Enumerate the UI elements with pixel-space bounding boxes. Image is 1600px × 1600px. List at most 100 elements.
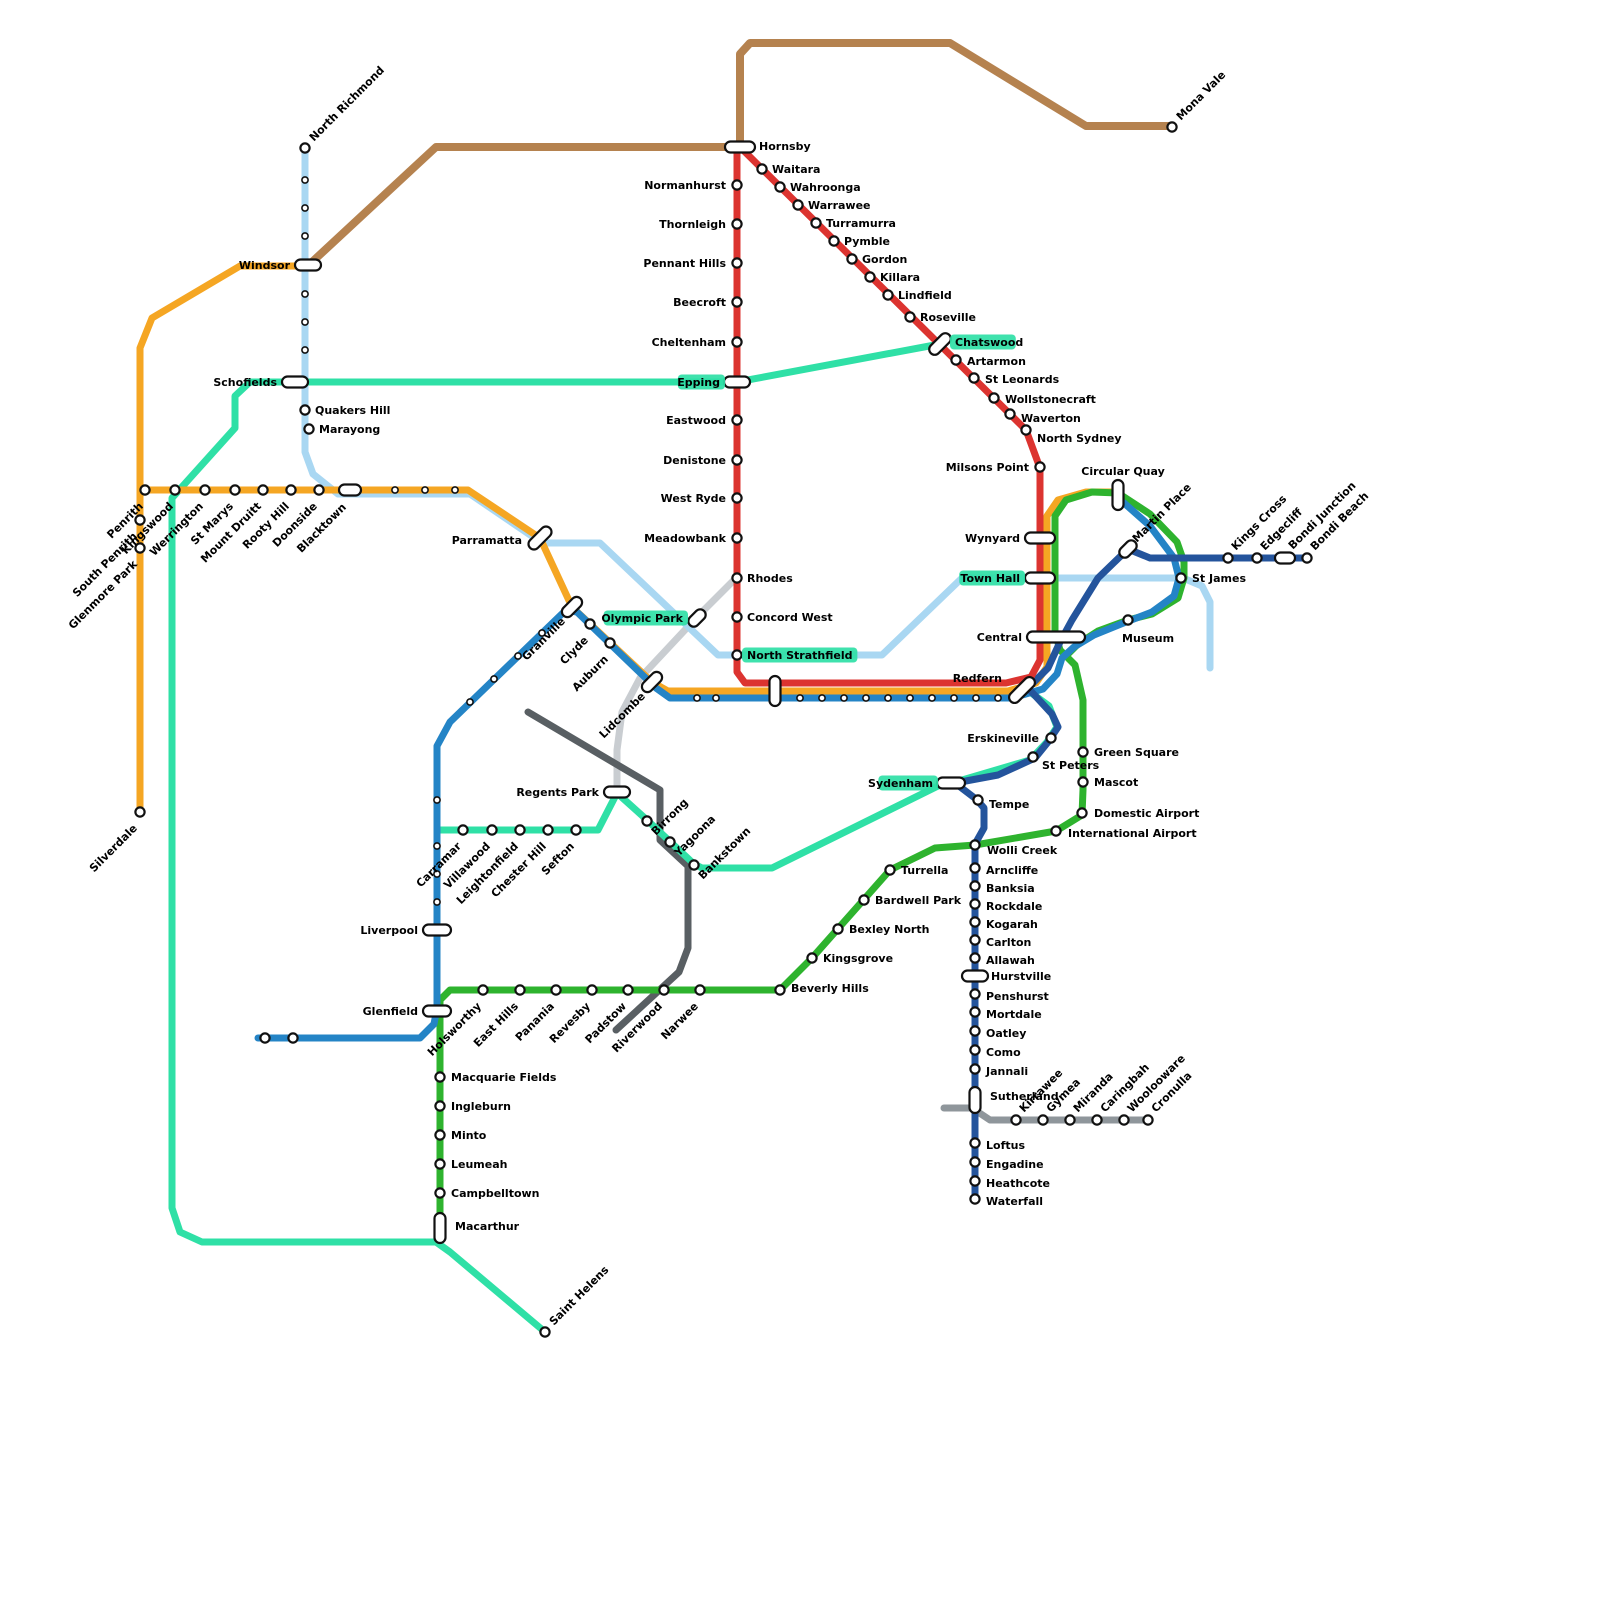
station-narwee [694, 984, 706, 996]
label-epping: Epping [677, 374, 725, 390]
label-meadowbank: Meadowbank [644, 532, 727, 545]
svg-text:Loftus: Loftus [986, 1139, 1025, 1152]
svg-text:Arncliffe: Arncliffe [986, 864, 1038, 877]
station-turrella [884, 864, 896, 876]
svg-text:Cheltenham: Cheltenham [652, 336, 726, 349]
station-domestic-airport [1076, 807, 1088, 819]
station-waitara [756, 163, 768, 175]
station-normanhurst [731, 179, 743, 191]
label-north-richmond: North Richmond [307, 64, 387, 144]
station-turramurra [810, 217, 822, 229]
station-sefton [570, 824, 582, 836]
label-silverdale: Silverdale [87, 822, 140, 875]
svg-text:Marayong: Marayong [319, 423, 380, 436]
station-liverpool [421, 923, 453, 937]
station-leightonfield [514, 824, 526, 836]
label-birrong: Birrong [649, 796, 691, 838]
station-penrith [139, 484, 151, 496]
label-como: Como [986, 1046, 1021, 1059]
station-bardwell-park [858, 894, 870, 906]
label-wollstonecraft: Wollstonecraft [1005, 393, 1096, 406]
svg-text:Minto: Minto [451, 1129, 487, 1142]
svg-text:Rhodes: Rhodes [747, 572, 793, 585]
label-st-peters: St Peters [1042, 759, 1100, 772]
label-tempe: Tempe [989, 798, 1029, 811]
station-holsworthy [477, 984, 489, 996]
svg-text:Tempe: Tempe [989, 798, 1029, 811]
svg-text:Lindfield: Lindfield [898, 289, 952, 302]
label-thornleigh: Thornleigh [659, 218, 726, 231]
station-milsons-point [1034, 461, 1046, 473]
svg-text:Bardwell Park: Bardwell Park [875, 894, 962, 907]
label-rhodes: Rhodes [747, 572, 793, 585]
station-carlton [969, 934, 981, 946]
label-erskineville: Erskineville [967, 732, 1039, 745]
station-kogarah [969, 916, 981, 928]
label-beecroft: Beecroft [673, 296, 726, 309]
station-cronulla [1142, 1114, 1154, 1126]
svg-text:Museum: Museum [1122, 632, 1174, 645]
svg-text:Milsons Point: Milsons Point [946, 461, 1029, 474]
svg-text:Roseville: Roseville [920, 311, 976, 324]
station-panania [550, 984, 562, 996]
svg-text:Mona Vale: Mona Vale [1174, 68, 1229, 123]
label-chatswood: Chatswood [950, 334, 1023, 350]
label-mortdale: Mortdale [986, 1008, 1042, 1021]
label-olympic-park: Olympic Park [601, 610, 688, 626]
label-clyde: Clyde [557, 634, 590, 667]
station-ingleburn [434, 1100, 446, 1112]
label-killara: Killara [880, 271, 920, 284]
station-south-penrith [134, 514, 146, 526]
svg-text:Silverdale: Silverdale [87, 822, 140, 875]
station-cheltenham [731, 336, 743, 348]
station-dot-corridor-minor [862, 694, 870, 702]
station-doonside [313, 484, 325, 496]
svg-text:Macquarie Fields: Macquarie Fields [451, 1071, 557, 1084]
label-pymble: Pymble [844, 235, 890, 248]
station-dot-liverpool-minor [433, 870, 441, 878]
label-normanhurst: Normanhurst [644, 179, 726, 192]
station-sutherland [968, 1085, 982, 1115]
station-mona-vale [1166, 121, 1178, 133]
station-pymble [828, 235, 840, 247]
station-banksia [969, 880, 981, 892]
station-dot-western-minor [421, 486, 429, 494]
label-campbelltown: Campbelltown [451, 1187, 540, 1200]
svg-text:Pennant Hills: Pennant Hills [643, 257, 726, 270]
station-st-marys [229, 484, 241, 496]
label-kogarah: Kogarah [986, 918, 1038, 931]
station-north-sydney [1020, 424, 1032, 436]
station-macquarie-fields [434, 1071, 446, 1083]
station-dot-corridor-minor [928, 694, 936, 702]
label-rockdale: Rockdale [986, 900, 1042, 913]
station-dot-corridor-minor [693, 694, 701, 702]
label-international-airport: International Airport [1068, 827, 1197, 840]
label-parramatta: Parramatta [452, 534, 522, 547]
svg-text:West Ryde: West Ryde [661, 492, 726, 505]
station-dot-liverpool-minor [466, 698, 474, 706]
station-chester-hill [542, 824, 554, 836]
station-redfern [1007, 675, 1037, 705]
station-roseville [904, 311, 916, 323]
svg-text:Wolli Creek: Wolli Creek [987, 844, 1058, 857]
station-tempe [972, 794, 984, 806]
label-north-sydney: North Sydney [1037, 432, 1122, 445]
station-rockdale [969, 898, 981, 910]
station-killara [864, 271, 876, 283]
svg-text:Liverpool: Liverpool [360, 924, 418, 937]
svg-text:Wynyard: Wynyard [965, 532, 1020, 545]
station-blacktown [337, 483, 363, 497]
station-dot-western-minor [451, 486, 459, 494]
svg-text:Leumeah: Leumeah [451, 1158, 507, 1171]
station-leumeah [434, 1158, 446, 1170]
svg-text:Carlton: Carlton [986, 936, 1031, 949]
station-dot-corridor-minor [840, 694, 848, 702]
svg-text:Epping: Epping [677, 376, 720, 389]
label-yagoona: Yagoona [671, 813, 718, 860]
label-carlton: Carlton [986, 936, 1031, 949]
station-riverwood [658, 984, 670, 996]
svg-text:Normanhurst: Normanhurst [644, 179, 726, 192]
station-dot-corridor-minor [972, 694, 980, 702]
svg-text:Birrong: Birrong [649, 796, 691, 838]
